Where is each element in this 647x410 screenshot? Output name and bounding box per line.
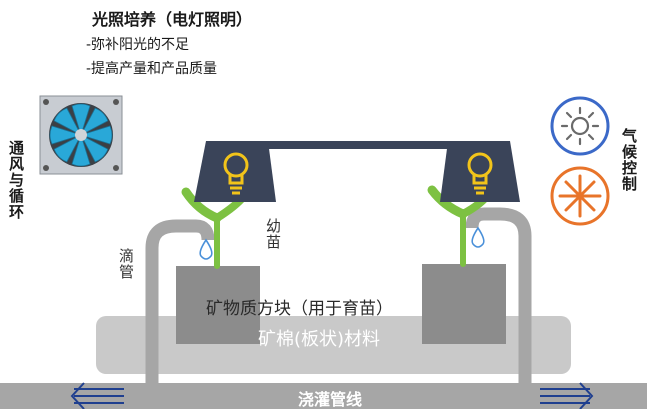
mineral-block-right: [422, 264, 506, 344]
lamp-shade-left: [194, 141, 276, 202]
sun-icon: [550, 96, 610, 156]
pipe-label: 浇灌管线: [298, 390, 363, 409]
seedling-label: 幼苗: [264, 218, 282, 250]
ventilation-label: 通风与循环: [7, 140, 25, 220]
drip-tube-right: [465, 207, 532, 385]
bulb-icon: [223, 152, 249, 195]
snowflake-icon: [550, 166, 610, 226]
drip-label: 滴管: [117, 248, 135, 280]
lighting-bullet: -提高产量和产品质量: [86, 61, 218, 77]
drip-tube-left: [145, 219, 215, 385]
water-drop-icon: [471, 226, 485, 248]
lamp-bar: [242, 141, 464, 149]
fan-icon: [39, 95, 123, 175]
arrow-right-icon: [70, 382, 124, 409]
water-drop-icon: [199, 238, 213, 260]
arrow-right-icon: [540, 382, 594, 409]
lighting-title: 光照培养（电灯照明）: [92, 10, 253, 29]
lamp-shade-right: [440, 141, 520, 202]
lighting-bullet: -弥补阳光的不足: [86, 37, 190, 53]
block-label: 矿物质方块（用于育苗）: [206, 299, 393, 319]
bulb-icon: [467, 152, 493, 195]
mineral-block-left: [176, 266, 260, 344]
wool-label: 矿棉(板状)材料: [258, 329, 381, 350]
climate-label: 气候控制: [620, 128, 638, 192]
